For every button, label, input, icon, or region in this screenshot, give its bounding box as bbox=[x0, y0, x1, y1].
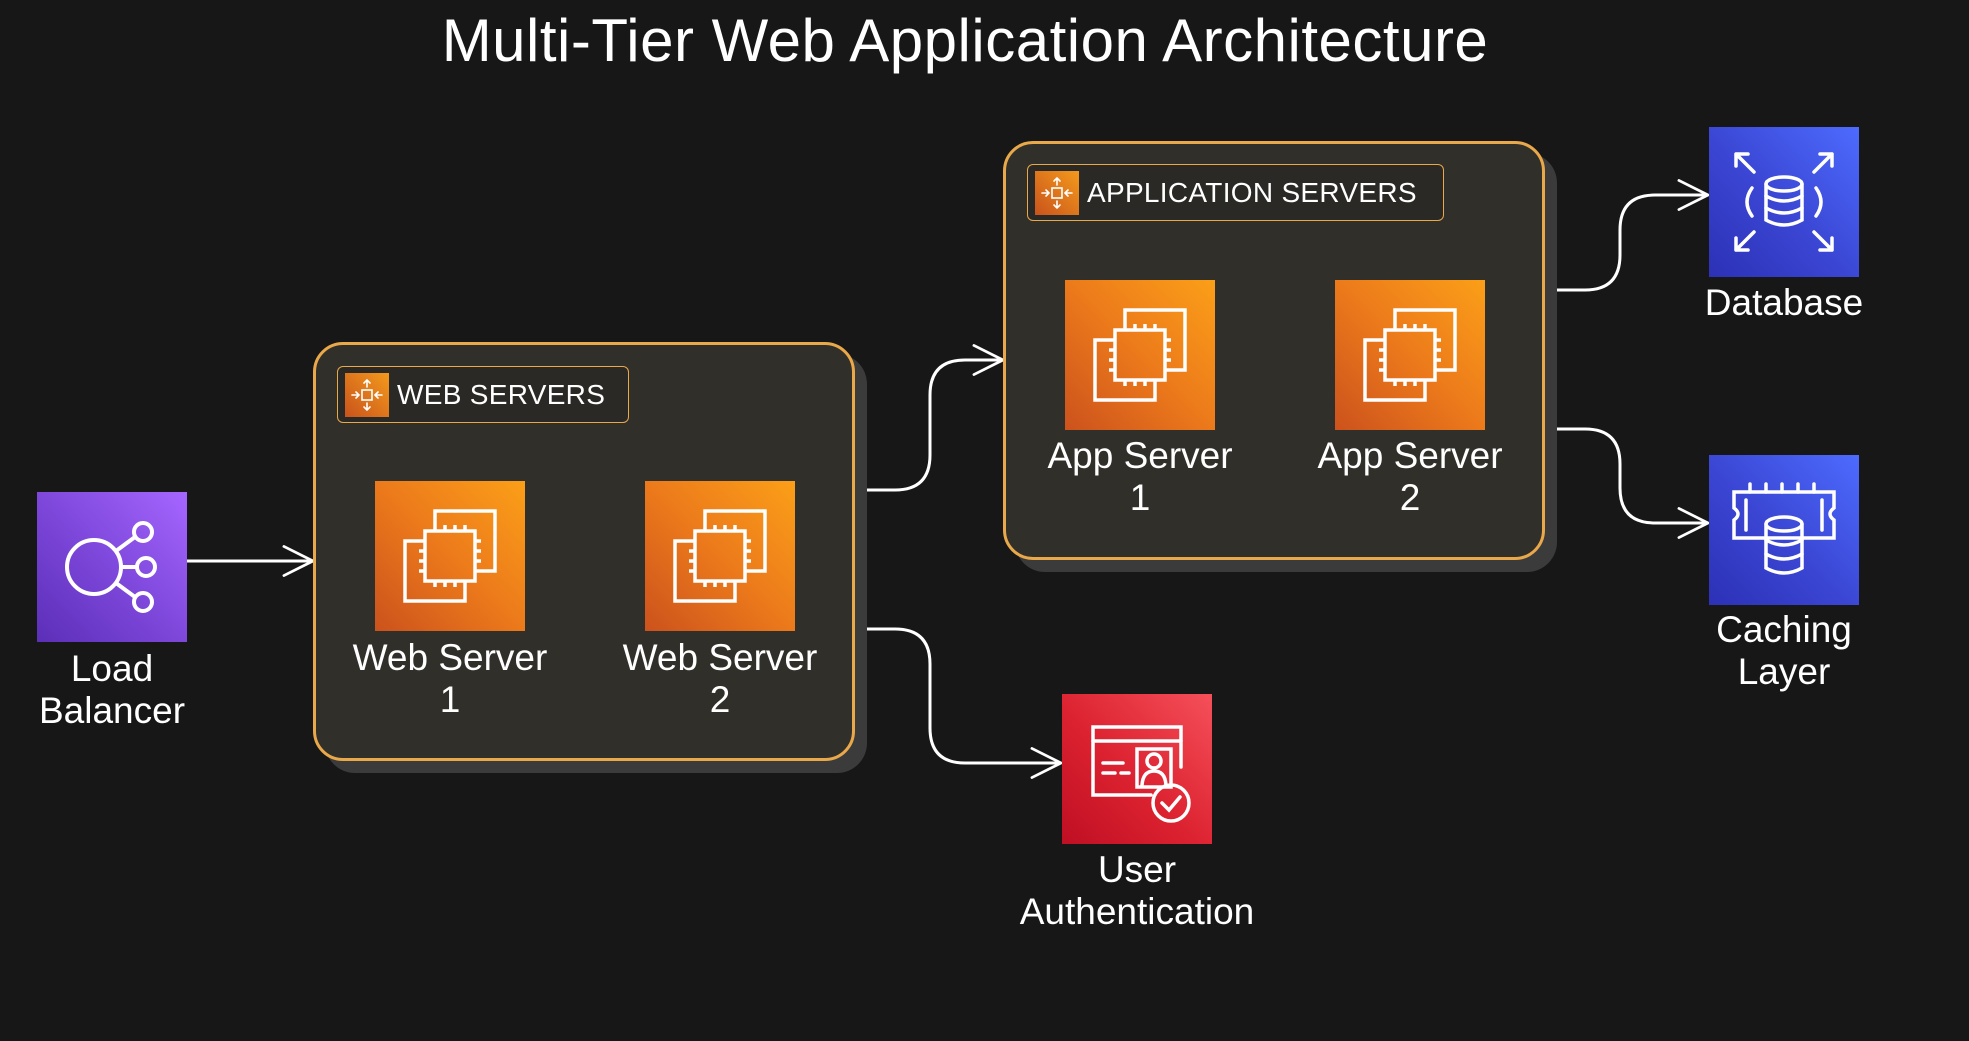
web-server-2-label: Web Server 2 bbox=[622, 637, 818, 720]
edge-web-to-auth bbox=[855, 627, 1063, 779]
application-servers-group-header: APPLICATION SERVERS bbox=[1027, 164, 1444, 221]
web-server-1-node[interactable] bbox=[375, 481, 525, 631]
auto-scaling-group-icon bbox=[345, 372, 389, 417]
ec2-instances-icon bbox=[403, 509, 497, 603]
database-node[interactable] bbox=[1709, 127, 1859, 277]
application-servers-group-label: APPLICATION SERVERS bbox=[1087, 176, 1417, 208]
elastic-load-balancer-icon bbox=[65, 521, 157, 613]
load-balancer-node[interactable] bbox=[37, 492, 187, 642]
database-label: Database bbox=[1704, 282, 1864, 323]
app-server-1-node[interactable] bbox=[1065, 280, 1215, 430]
app-server-2-node[interactable] bbox=[1335, 280, 1485, 430]
caching-layer-node[interactable] bbox=[1709, 455, 1859, 605]
app-server-1-label: App Server 1 bbox=[1047, 435, 1233, 518]
ec2-instances-icon bbox=[1093, 308, 1187, 402]
web-servers-group-header: WEB SERVERS bbox=[337, 366, 629, 423]
load-balancer-label: Load Balancer bbox=[38, 648, 186, 731]
edge-app-to-db bbox=[1545, 179, 1710, 292]
diagram-title: Multi-Tier Web Application Architecture bbox=[441, 7, 1489, 74]
app-server-2-label: App Server 2 bbox=[1317, 435, 1503, 518]
edge-app-to-cache bbox=[1545, 427, 1710, 539]
rds-database-icon bbox=[1734, 152, 1834, 252]
ec2-instances-icon bbox=[1363, 308, 1457, 402]
auto-scaling-group-icon bbox=[1035, 170, 1079, 215]
ec2-instances-icon bbox=[673, 509, 767, 603]
user-authentication-node[interactable] bbox=[1062, 694, 1212, 844]
web-server-1-label: Web Server 1 bbox=[352, 637, 548, 720]
caching-layer-label: Caching Layer bbox=[1716, 609, 1852, 692]
elasticache-icon bbox=[1732, 482, 1836, 575]
web-server-2-node[interactable] bbox=[645, 481, 795, 631]
identity-verification-icon bbox=[1091, 725, 1191, 823]
web-servers-group-label: WEB SERVERS bbox=[397, 378, 606, 410]
edge-web-to-app bbox=[855, 344, 1005, 492]
user-authentication-label: User Authentication bbox=[1019, 849, 1255, 932]
